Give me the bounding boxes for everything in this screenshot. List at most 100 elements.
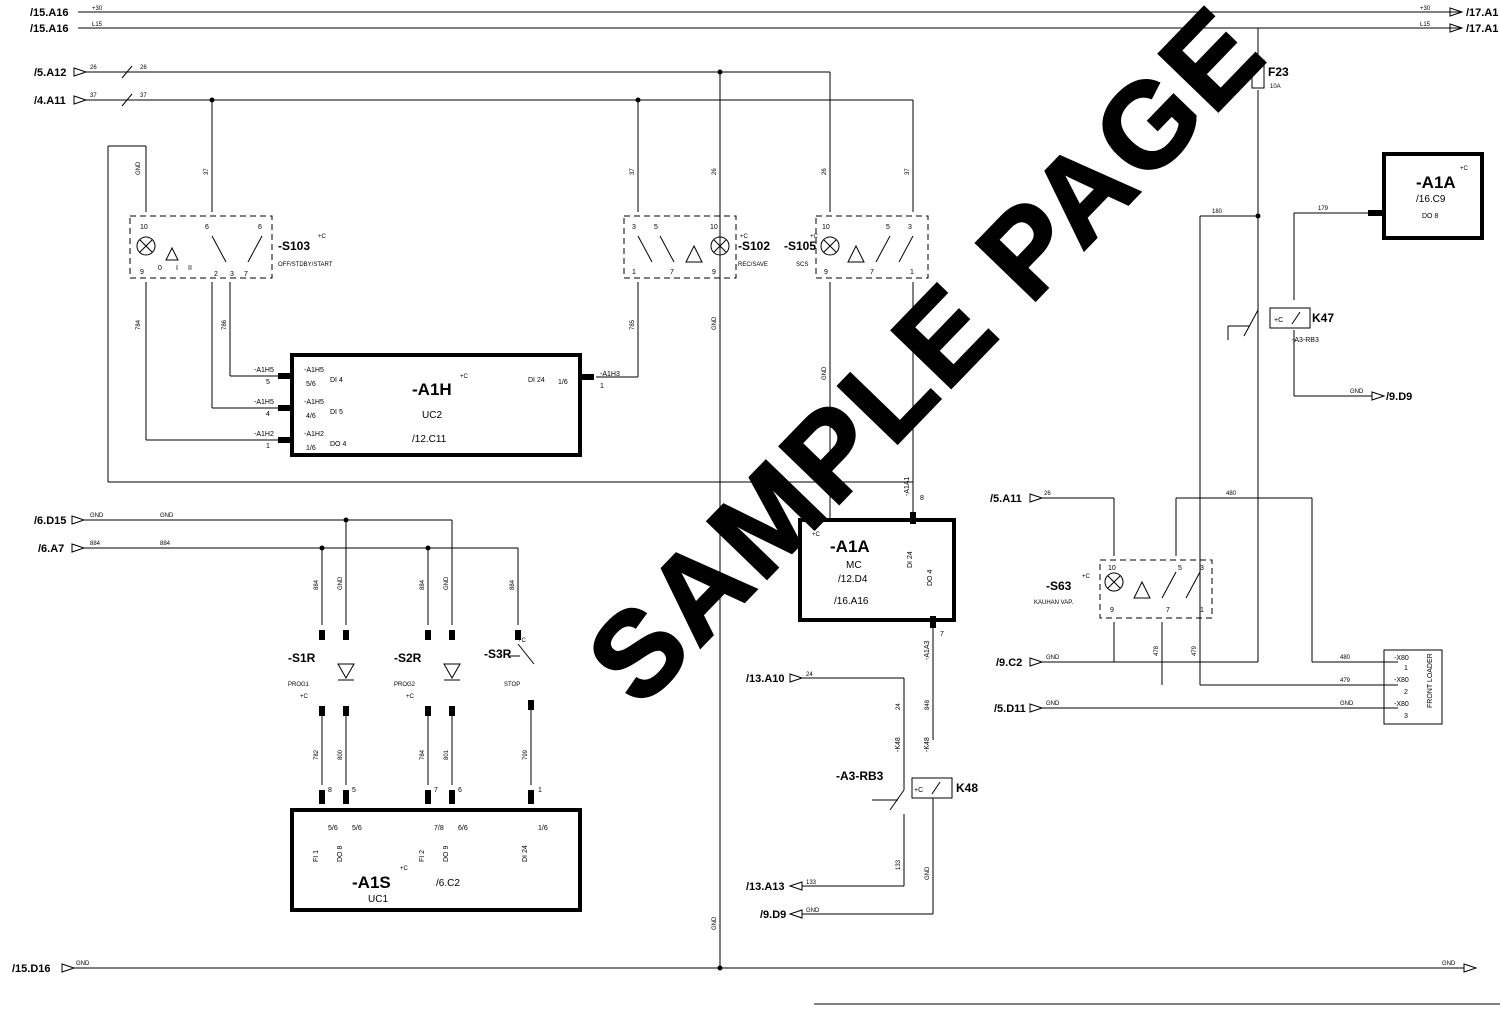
s63-name: -S63 [1046,579,1072,593]
s2r-801: 801 [444,749,450,760]
svg-text:DI 24: DI 24 [907,551,914,568]
svg-text:DO 4: DO 4 [330,441,346,448]
bgnd-c: GND [712,916,718,930]
fuse-f23: F23 10A 180 [1199,28,1289,685]
svg-text:9: 9 [1110,607,1114,614]
svg-text:5/6: 5/6 [352,825,362,832]
s1r-name: -S1R [288,651,316,665]
svg-text:7: 7 [244,271,248,278]
svg-text:5/6: 5/6 [328,825,338,832]
svg-text:-A1A1: -A1A1 [904,476,911,496]
svg-text:DO 9: DO 9 [443,846,450,862]
ref-right-L15: /17.A1 [1466,23,1498,35]
s1r-loc: +C [300,694,309,700]
fl-480: 480 [1340,655,1351,661]
s105-sup: +C [810,234,819,240]
a1a-top-title: -A1A [1416,173,1456,192]
s105-desc: SCS [796,262,808,268]
svg-text:9: 9 [712,269,716,276]
s103-786: 786 [222,319,228,330]
s103-desc: OFF/STDBY/START [278,262,333,268]
s63-478: 478 [1154,645,1160,656]
block-a1a-mc: -A1A +C MC /12.D4 /16.A16 DI 24 DO 4 -A1… [798,476,956,740]
rail-gnd-bottom: /15.D16 GND GND GND [12,916,1500,1005]
ref-fl-gnd: /5.D11 [994,703,1026,715]
svg-text:-A1H5: -A1H5 [254,399,274,406]
svg-text:5: 5 [266,379,270,386]
svg-text:3: 3 [908,224,912,231]
s63-479: 479 [1192,645,1198,656]
w37b: 37 [140,93,147,99]
s1r-800: 800 [338,749,344,760]
svg-text:-A1H2: -A1H2 [304,431,324,438]
w179: 179 [1318,206,1329,212]
s102-desc: REC/SAVE [738,262,768,268]
a1a-mc-sub1: MC [846,560,862,571]
s2r-desc: PROG2 [394,682,416,688]
svg-text:3: 3 [1404,713,1408,720]
svg-text:I: I [176,265,178,272]
svg-text:6/6: 6/6 [458,825,468,832]
svg-text:-A1H5: -A1H5 [254,367,274,374]
s3r-884: 884 [510,579,516,590]
svg-text:1/6: 1/6 [306,445,316,452]
svg-text:7: 7 [1166,607,1170,614]
ref-k48-24: /13.A10 [746,673,785,685]
svg-text:1: 1 [1404,665,1408,672]
block-a1a-top: -A1A +C /16.C9 DO 8 179 [1293,152,1484,300]
svg-text:DI 24: DI 24 [522,845,529,862]
w37a: 37 [90,93,97,99]
k48-133b: 133 [806,880,817,886]
ref-left-L15: /15.A16 [30,23,69,35]
line-26: /5.A12 26 26 [34,65,831,212]
svg-text:7: 7 [434,787,438,794]
ref-left-30: /15.A16 [30,7,69,19]
s3r-sup: +C [518,638,527,644]
k48-848: 848 [925,699,931,710]
block-a1s: -A1S +C UC1 /6.C2 FI 1 DO 8 FI 2 DO 9 DI… [290,787,582,912]
k48-133: 133 [896,859,902,870]
relay-k48: /13.A10 24 24 848 -K48 -K48 +C K48 -A3-R… [746,672,978,921]
fl-gnd: GND [1340,701,1354,707]
svg-text:10: 10 [1108,565,1116,572]
svg-text:1: 1 [600,383,604,390]
svg-text:9: 9 [140,269,144,276]
relay-k47: +C K47 -A3-RB3 GND /9.D9 [1227,280,1412,403]
s63-sup: +C [1082,574,1091,580]
svg-text:1: 1 [538,787,542,794]
k48-gnd: GND [925,866,931,880]
line-gnd-input: /6.D15 GND GND [34,513,453,625]
svg-text:7/8: 7/8 [434,825,444,832]
s63-desc: KAUHAN VAP. [1034,600,1073,606]
bgnd-b: GND [1442,961,1456,967]
svg-text:-X80: -X80 [1394,655,1409,662]
svg-text:-A1H5: -A1H5 [304,367,324,374]
lamp-icon [1104,572,1124,592]
a1a-mc-title: -A1A [830,537,870,556]
fl-gnd-b: GND [1046,701,1060,707]
a1h-sub2: /12.C11 [412,434,447,445]
s1r-782: 782 [314,749,320,760]
svg-text:1: 1 [910,269,914,276]
s102-gnd: GND [712,316,718,330]
rail-plus30: /15.A16 +30 +30 /17.A1 [30,6,1498,19]
switch-s2r: 884 GND -S2R PROG2 +C 784 801 [394,576,461,785]
svg-text:3: 3 [1200,565,1204,572]
s105-name: -S105 [784,239,816,253]
a1h-sub1: UC2 [422,410,442,421]
w180: 180 [1212,209,1223,215]
svg-text:4/6: 4/6 [306,413,316,420]
ref-k47-gnd: /9.D9 [1386,391,1412,403]
gnd-a: GND [90,513,104,519]
svg-text:10: 10 [140,224,148,231]
svg-text:FI 2: FI 2 [419,850,426,862]
ref-bottom-gnd: /15.D16 [12,963,51,975]
s3r-name: -S3R [484,647,512,661]
svg-text:6: 6 [258,224,262,231]
svg-text:FI 1: FI 1 [313,850,320,862]
k47-name: K47 [1312,311,1334,325]
s103-37: 37 [204,168,210,175]
